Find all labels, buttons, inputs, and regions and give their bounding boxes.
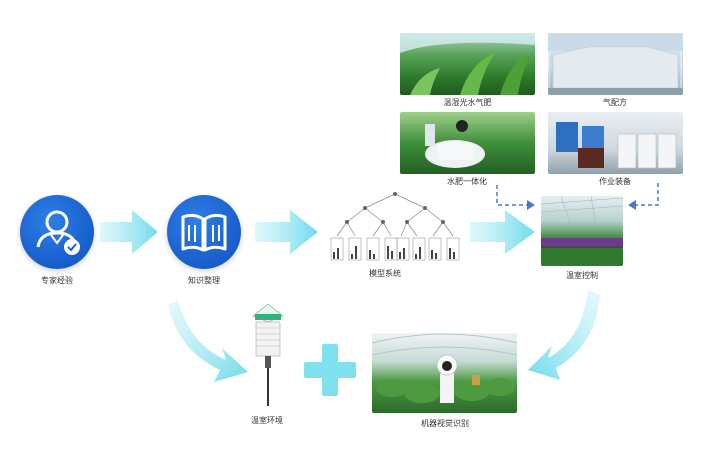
input-label-3: 水肥一体化: [447, 177, 487, 186]
control-label: 温室控制: [566, 271, 598, 280]
tree-diagram-icon: [330, 192, 460, 261]
arrow-curve-to-vision: [528, 290, 600, 380]
photo-glass-greenhouse: [548, 33, 683, 95]
arrow-expert-to-knowledge: [100, 210, 158, 254]
arrow-model-to-control: [470, 210, 535, 254]
open-book-icon: [181, 213, 227, 252]
env-label: 温室环境: [251, 416, 283, 425]
knowledge-circle: [167, 195, 241, 269]
photo-greenhouse-plants: [400, 33, 535, 95]
model-label: 模型系统: [369, 269, 401, 278]
knowledge-label: 知识整理: [188, 276, 220, 285]
user-check-icon: [36, 210, 80, 255]
arrow-curve-to-env: [168, 300, 248, 382]
input-label-2: 气配方: [603, 98, 627, 107]
dashed-arrow-right: [636, 183, 659, 206]
sensor-station-icon: [252, 303, 284, 406]
arrow-knowledge-to-model: [255, 210, 318, 254]
expert-circle: [20, 195, 94, 269]
photo-machine-vision: [372, 333, 517, 413]
expert-label: 专家经验: [41, 276, 73, 285]
input-label-1: 温湿光水气肥: [443, 98, 492, 107]
plus-icon: [304, 344, 356, 396]
photo-equipment: [548, 112, 683, 174]
dashed-arrow-left: [496, 185, 527, 206]
vision-label: 机器视觉识别: [421, 419, 469, 428]
photo-greenhouse-control: [541, 196, 623, 266]
photo-fertigation-robot: [400, 112, 535, 174]
input-label-4: 作业装备: [599, 177, 631, 186]
